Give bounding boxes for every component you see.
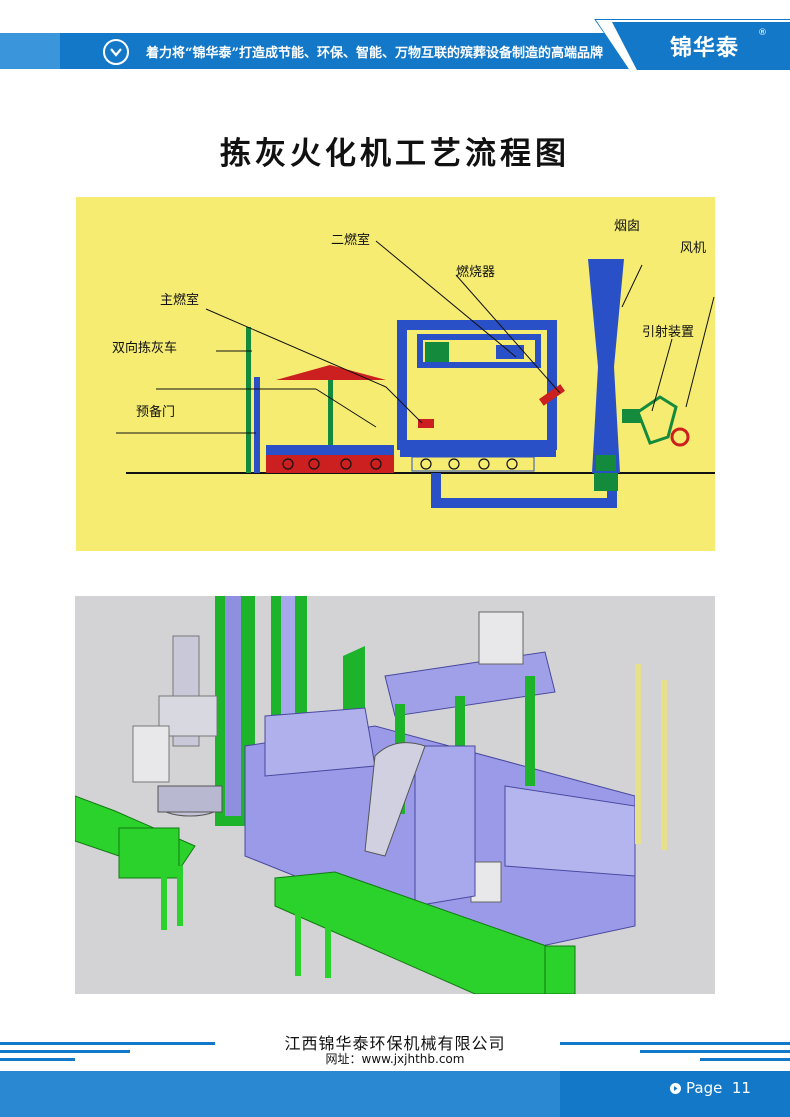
label-main-chamber: 主燃室	[160, 293, 200, 308]
footer-band-accent	[0, 1071, 560, 1117]
page-number: 11	[731, 1079, 751, 1097]
process-diagram-drawing	[116, 240, 715, 508]
check-circle-icon	[103, 39, 129, 65]
footer-line-right-1	[560, 1042, 790, 1045]
header-slogan: 着力将“锦华泰”打造成节能、环保、智能、万物互联的殡葬设备制造的高端品牌	[146, 46, 603, 61]
header-band-accent	[0, 33, 60, 69]
footer-line-left-1	[0, 1042, 215, 1045]
page-title: 拣灰火化机工艺流程图	[220, 136, 570, 172]
equipment-3d-render-drawing	[75, 596, 667, 994]
label-spare-door: 预备门	[136, 405, 176, 420]
footer-line-left-3	[0, 1058, 75, 1061]
label-fan: 风机	[680, 241, 707, 256]
registered-mark: ®	[758, 28, 767, 38]
equipment-3d-render	[75, 596, 715, 994]
brand-logo: 锦华泰	[670, 36, 740, 61]
header-logo-tab	[612, 22, 790, 70]
label-ejector: 引射装置	[642, 325, 695, 340]
process-diagram: 二燃室 烟囱 燃烧器 风机 主燃室 引射装置 双向拣灰车 预备门	[76, 197, 715, 551]
label-burner: 燃烧器	[456, 265, 496, 280]
company-name: 江西锦华泰环保机械有限公司	[284, 1034, 506, 1053]
footer-line-right-2	[640, 1050, 790, 1053]
page-label: Page 11	[686, 1079, 751, 1097]
page-bullet-icon	[670, 1083, 681, 1094]
label-chimney: 烟囱	[614, 219, 641, 234]
footer-line-left-2	[0, 1050, 130, 1053]
label-ash-cart: 双向拣灰车	[112, 341, 178, 356]
company-website: 网址：www.jxjhthb.com	[325, 1052, 465, 1066]
footer-line-right-3	[700, 1058, 790, 1061]
label-secondary-chamber: 二燃室	[331, 233, 371, 248]
